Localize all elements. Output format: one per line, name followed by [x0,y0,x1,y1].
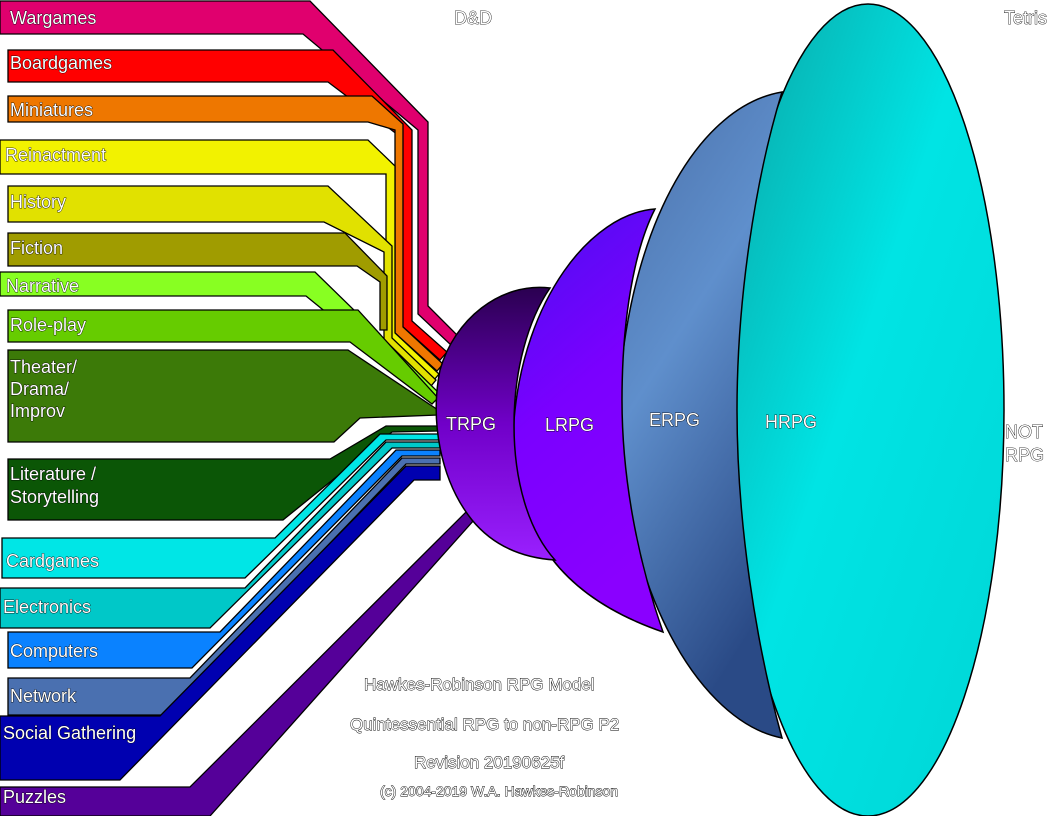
label-lrpg: LRPG [545,415,594,435]
label-theater-line-1: Theater/ [10,357,77,377]
label-wargames: Wargames [10,8,96,28]
band-roleplay [7,309,439,405]
band-boardgames [7,49,448,361]
lrpg-shape [513,208,665,634]
label-network: Network [10,686,77,706]
band-social-gathering [0,465,441,781]
label-roleplay: Role-play [10,315,86,335]
label-cardgames: Cardgames [6,551,99,571]
band-miniatures [7,95,444,372]
caption-title: Hawkes-Robinson RPG Model [364,675,595,694]
label-puzzles: Puzzles [3,787,66,807]
label-reinactment: Reinactment [5,145,106,165]
label-dnd: D&D [454,8,492,28]
label-boardgames: Boardgames [10,53,112,73]
caption-revision: Revision 20190625f [414,753,565,772]
label-erpg: ERPG [649,410,700,430]
trpg-shape [435,286,557,561]
label-computers: Computers [10,641,98,661]
erpg-shape [618,91,784,739]
label-electronics: Electronics [3,597,91,617]
band-fiction [7,232,388,331]
label-social-gathering: Social Gathering [3,723,136,743]
label-fiction: Fiction [10,238,63,258]
label-theater-line-2: Drama/ [10,379,69,399]
label-tetris: Tetris [1004,8,1047,28]
label-not-line-2: RPG [1005,445,1044,465]
label-narrative: Narrative [6,276,79,296]
label-literature-line-2: Storytelling [10,487,99,507]
label-history: History [10,192,66,212]
label-miniatures: Miniatures [10,100,93,120]
label-theater-line-3: Improv [10,401,65,421]
caption-subtitle: Quintessential RPG to non-RPG P2 [350,715,619,734]
band-network [7,457,441,716]
label-not-line-1: NOT [1005,422,1043,442]
band-theater [7,349,439,443]
label-literature-line-1: Literature / [10,464,96,484]
band-computers [7,449,441,669]
label-hrpg: HRPG [765,412,817,432]
caption-copyright: (c) 2004-2019 W.A. Hawkes-Robinson [380,783,618,799]
label-trpg: TRPG [446,414,496,434]
